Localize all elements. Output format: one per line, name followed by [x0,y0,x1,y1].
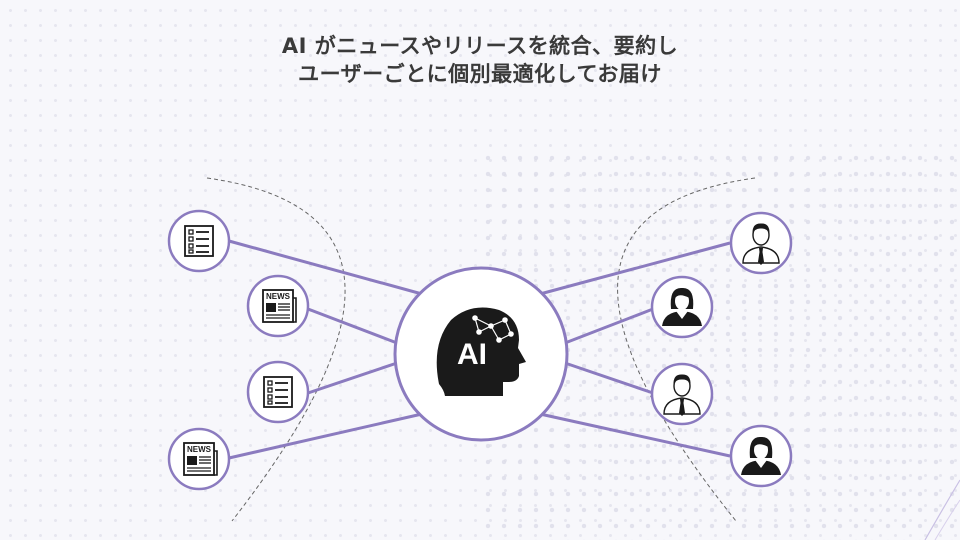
newspaper-masthead: NEWS [266,292,291,301]
source-node-1 [167,209,231,273]
source-node-4: NEWS [167,427,231,491]
user-node-1 [729,211,793,275]
newspaper-masthead: NEWS [187,445,212,454]
connector-user-2 [564,307,654,345]
connector-user-3 [564,361,654,395]
corner-swoosh [924,479,960,540]
title-line-2: ユーザーごとに個別最適化してお届け [298,62,662,86]
ai-label: AI [457,338,487,371]
newspaper-icon: NEWS [262,289,297,323]
user-node-3 [650,362,714,426]
newspaper-icon: NEWS [183,442,218,476]
connector-source-1 [228,239,423,296]
title-line-1: AI がニュースやリリースを統合、要約し [281,34,679,58]
connector-source-3 [307,361,398,395]
ai-center-node: AI [393,266,569,442]
document-list-icon [184,225,214,257]
source-node-2: NEWS [246,274,310,338]
right-dashed-arc [617,177,756,522]
connector-source-4 [228,412,423,460]
connector-lines [228,239,731,460]
left-dashed-arc [206,177,346,522]
connector-user-4 [539,412,731,458]
page-title: AI がニュースやリリースを統合、要約し ユーザーごとに個別最適化してお届け [0,32,960,88]
document-list-icon [263,376,293,408]
corner-swoosh-2 [934,499,960,540]
connector-source-2 [307,307,398,345]
user-node-2 [650,275,714,339]
source-node-3 [246,360,310,424]
connector-user-1 [539,241,731,296]
ai-head-icon: AI [436,307,526,396]
user-node-4 [729,424,793,488]
